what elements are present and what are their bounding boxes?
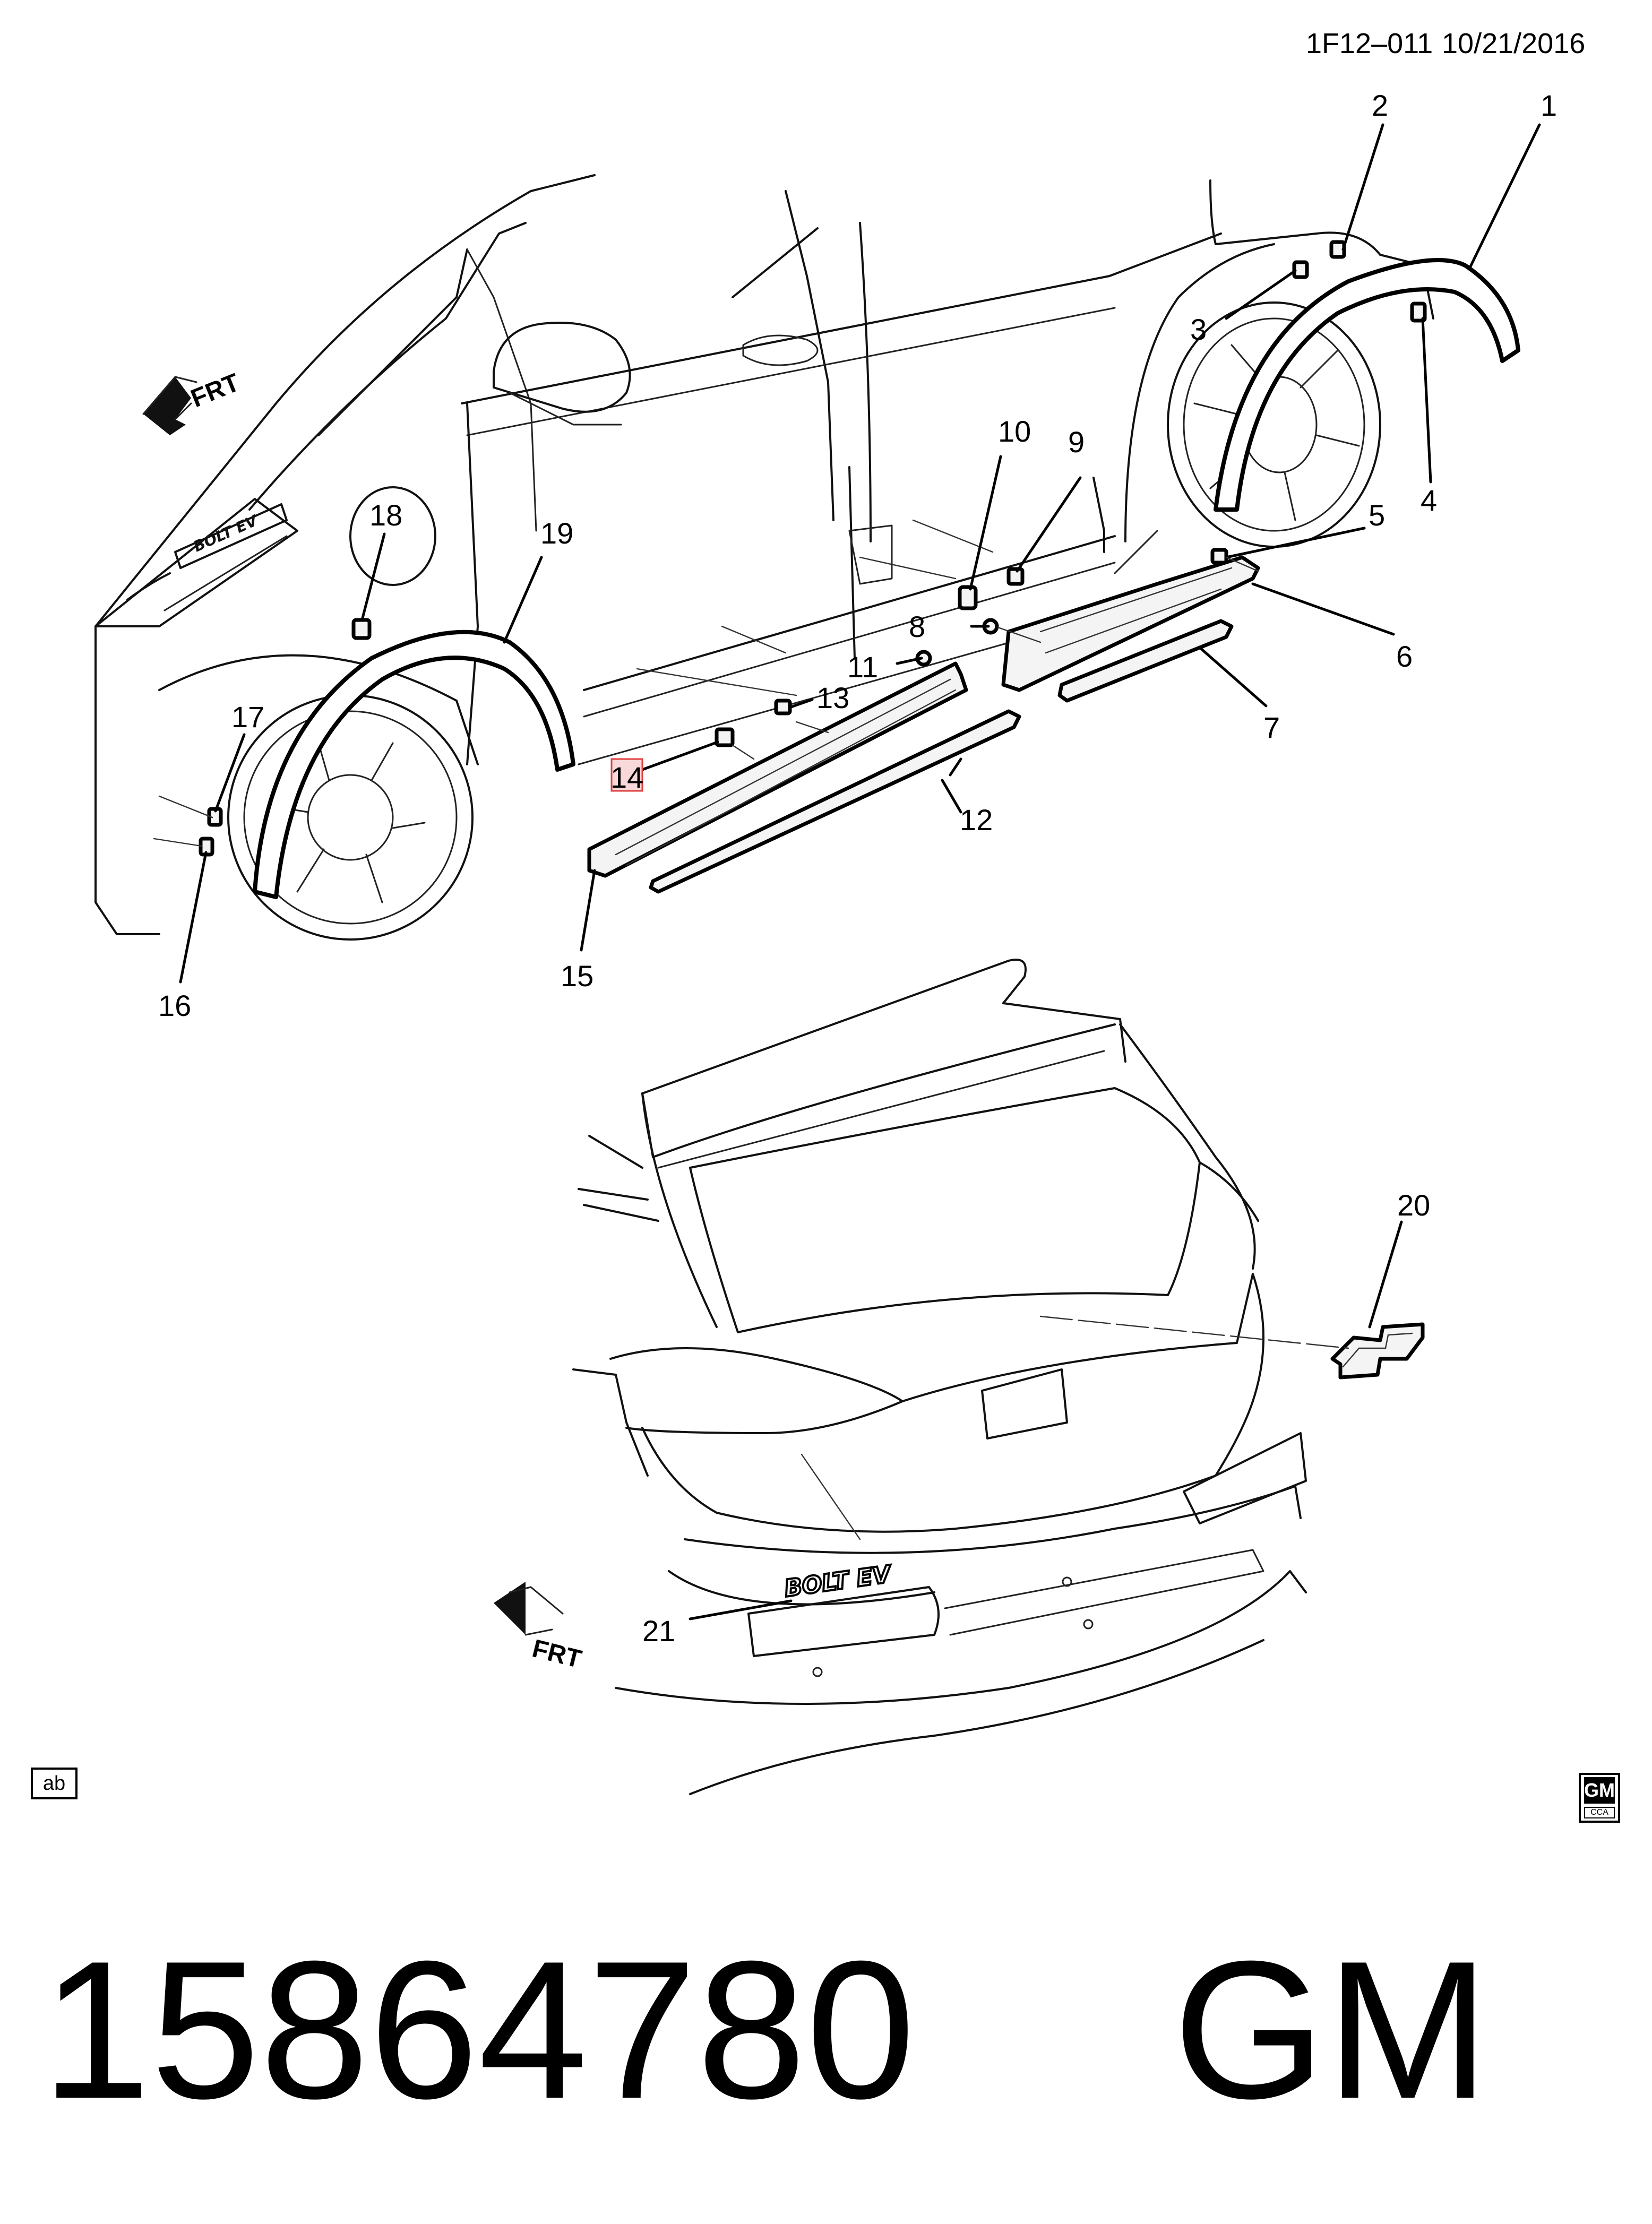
- callout-8: 8: [909, 610, 925, 643]
- diagram-date: 10/21/2016: [1442, 28, 1585, 59]
- gm-logo-text: GM: [1584, 1777, 1615, 1804]
- part-number: 15864780: [41, 1920, 916, 2140]
- callout-16: 16: [158, 989, 191, 1022]
- callout-19: 19: [540, 516, 573, 550]
- callout-12: 12: [960, 803, 993, 837]
- rear-wheel-flare: [1214, 258, 1520, 512]
- callout-17: 17: [231, 700, 264, 734]
- callout-13: 13: [816, 681, 849, 714]
- callout-10: 10: [998, 415, 1031, 448]
- front-wheel-flare: [253, 630, 575, 899]
- callout-4: 4: [1421, 484, 1437, 517]
- bolt-ev-badge: BOLT EV: [782, 1561, 893, 1602]
- front-direction-arrow-upper: FRT: [142, 368, 244, 435]
- vehicle-rear-view: [572, 959, 1307, 1795]
- callout-2: 2: [1372, 89, 1388, 122]
- callout-21: 21: [642, 1614, 675, 1648]
- clip-9: [1006, 567, 1025, 586]
- part-brand: GM: [1173, 1920, 1490, 2140]
- callout-3: 3: [1190, 313, 1207, 346]
- bowtie-emblem: [1330, 1322, 1425, 1380]
- frt-label-upper: FRT: [187, 368, 243, 413]
- clip-5: [1210, 548, 1228, 565]
- callout-5: 5: [1369, 498, 1385, 532]
- callout-6: 6: [1396, 640, 1413, 673]
- callout-18: 18: [369, 498, 402, 532]
- clip-4: [1410, 301, 1427, 323]
- clip-10: [958, 585, 978, 610]
- clip-18: [351, 618, 372, 640]
- clip-14: [715, 727, 735, 747]
- front-rocker-strip: [649, 709, 1021, 894]
- leader-lines: [153, 123, 1541, 1620]
- callouts: 1 2 3 4 5 6 7 8 9 10 11 12 13 14 15 16 1…: [158, 89, 1557, 1648]
- cca-logo-text: CCA: [1584, 1807, 1615, 1818]
- callout-20: 20: [1397, 1188, 1430, 1222]
- callout-9: 9: [1068, 425, 1085, 459]
- rear-rocker-strip: [1057, 619, 1234, 703]
- callout-7: 7: [1263, 711, 1280, 744]
- frt-label-lower: FRT: [529, 1634, 584, 1674]
- svg-text:BOLT EV: BOLT EV: [191, 511, 261, 555]
- callout-11: 11: [847, 650, 878, 684]
- callout-15: 15: [561, 959, 593, 993]
- clip-3: [1292, 260, 1309, 279]
- gm-cca-logo: GM CCA: [1579, 1773, 1620, 1823]
- part-number-line: 15864780 GM: [41, 1932, 1490, 2128]
- clip-13: [774, 699, 792, 716]
- diagram-code: 1F12–011: [1306, 28, 1433, 59]
- ab-mark: ab: [31, 1768, 78, 1799]
- rear-rocker-molding: [1001, 555, 1260, 692]
- callout-1: 1: [1541, 89, 1557, 122]
- callout-14-highlight: [610, 758, 643, 792]
- callout-14: 14: [610, 761, 643, 794]
- front-direction-arrow-lower: FRT: [494, 1582, 584, 1674]
